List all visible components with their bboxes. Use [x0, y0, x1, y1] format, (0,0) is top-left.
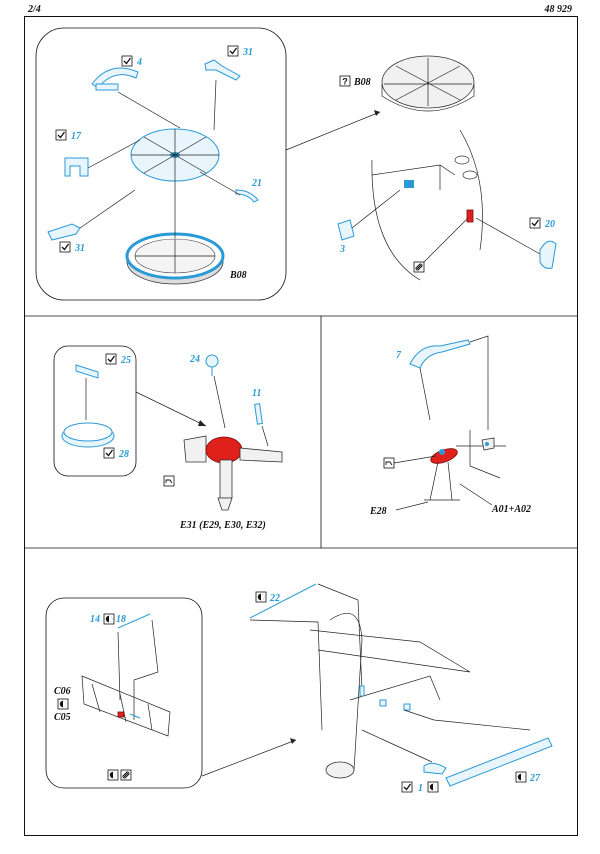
label-27: 27 — [529, 773, 541, 784]
label-18: 18 — [116, 614, 126, 625]
inset-box-bottom — [45, 597, 203, 789]
part-fan-disc — [130, 128, 220, 182]
question-icon — [339, 75, 351, 87]
label-24: 24 — [189, 354, 200, 365]
check-icon — [401, 781, 413, 793]
page-number: 2/4 — [28, 4, 41, 15]
label-25: 25 — [120, 355, 131, 366]
label-14: 14 — [90, 614, 100, 625]
bend-icon — [163, 475, 175, 487]
fold-icon — [107, 769, 119, 781]
label-1: 1 — [418, 783, 423, 794]
part-31-left — [47, 223, 81, 241]
part-7 — [409, 339, 471, 369]
inset-box-top — [35, 27, 287, 301]
part-landing-gear — [424, 430, 506, 501]
part-main-gear-leg — [309, 613, 471, 779]
label-c05: C05 — [54, 712, 71, 723]
part-17 — [64, 157, 89, 177]
label-20: 20 — [544, 219, 555, 230]
part-31-top — [204, 59, 241, 81]
inset-box-middle — [53, 345, 137, 477]
part-24 — [205, 354, 219, 376]
label-a01-a02: A01+A02 — [491, 504, 531, 515]
fold-icon — [57, 698, 69, 710]
part-gear-bay — [81, 675, 171, 737]
paint-icon — [413, 261, 425, 273]
part-25 — [75, 364, 99, 379]
label-e28: E28 — [369, 506, 387, 517]
part-11 — [254, 403, 263, 425]
part-28 — [61, 422, 115, 448]
fold-icon — [255, 591, 267, 603]
part-4 — [91, 67, 139, 91]
label-31-left: 31 — [74, 243, 85, 254]
part-14-18 — [117, 613, 151, 629]
label-4: 4 — [136, 57, 142, 68]
label-28: 28 — [118, 449, 129, 460]
bend-icon — [383, 457, 395, 469]
label-21: 21 — [251, 178, 262, 189]
part-fuselage-nose — [371, 55, 483, 281]
part-engine-unit — [183, 435, 283, 511]
check-icon — [121, 55, 133, 67]
label-3: 3 — [339, 244, 345, 255]
check-icon — [59, 241, 71, 253]
label-17: 17 — [71, 131, 82, 142]
part-20 — [539, 240, 557, 269]
part-3 — [337, 219, 355, 241]
paint-icon — [120, 769, 132, 781]
check-icon — [227, 45, 239, 57]
fold-icon — [515, 771, 527, 783]
label-b08-left: B08 — [229, 270, 247, 281]
label-e31: E31 (E29, E30, E32) — [179, 520, 266, 531]
part-1 — [423, 762, 447, 775]
label-b08-right: B08 — [353, 77, 371, 88]
label-22: 22 — [269, 593, 280, 604]
check-icon — [529, 217, 541, 229]
product-code: 48 929 — [544, 4, 573, 15]
label-11: 11 — [252, 388, 261, 399]
part-b08-ring — [125, 232, 225, 285]
label-7: 7 — [396, 350, 402, 361]
fold-icon — [103, 613, 115, 625]
fold-icon — [427, 781, 439, 793]
part-22 — [249, 583, 317, 619]
part-27 — [445, 737, 553, 787]
check-icon — [103, 447, 115, 459]
instruction-frame — [24, 16, 578, 836]
check-icon — [55, 129, 67, 141]
check-icon — [105, 353, 117, 365]
label-31-top: 31 — [242, 47, 253, 58]
part-21 — [235, 189, 259, 203]
label-c06: C06 — [54, 686, 71, 697]
